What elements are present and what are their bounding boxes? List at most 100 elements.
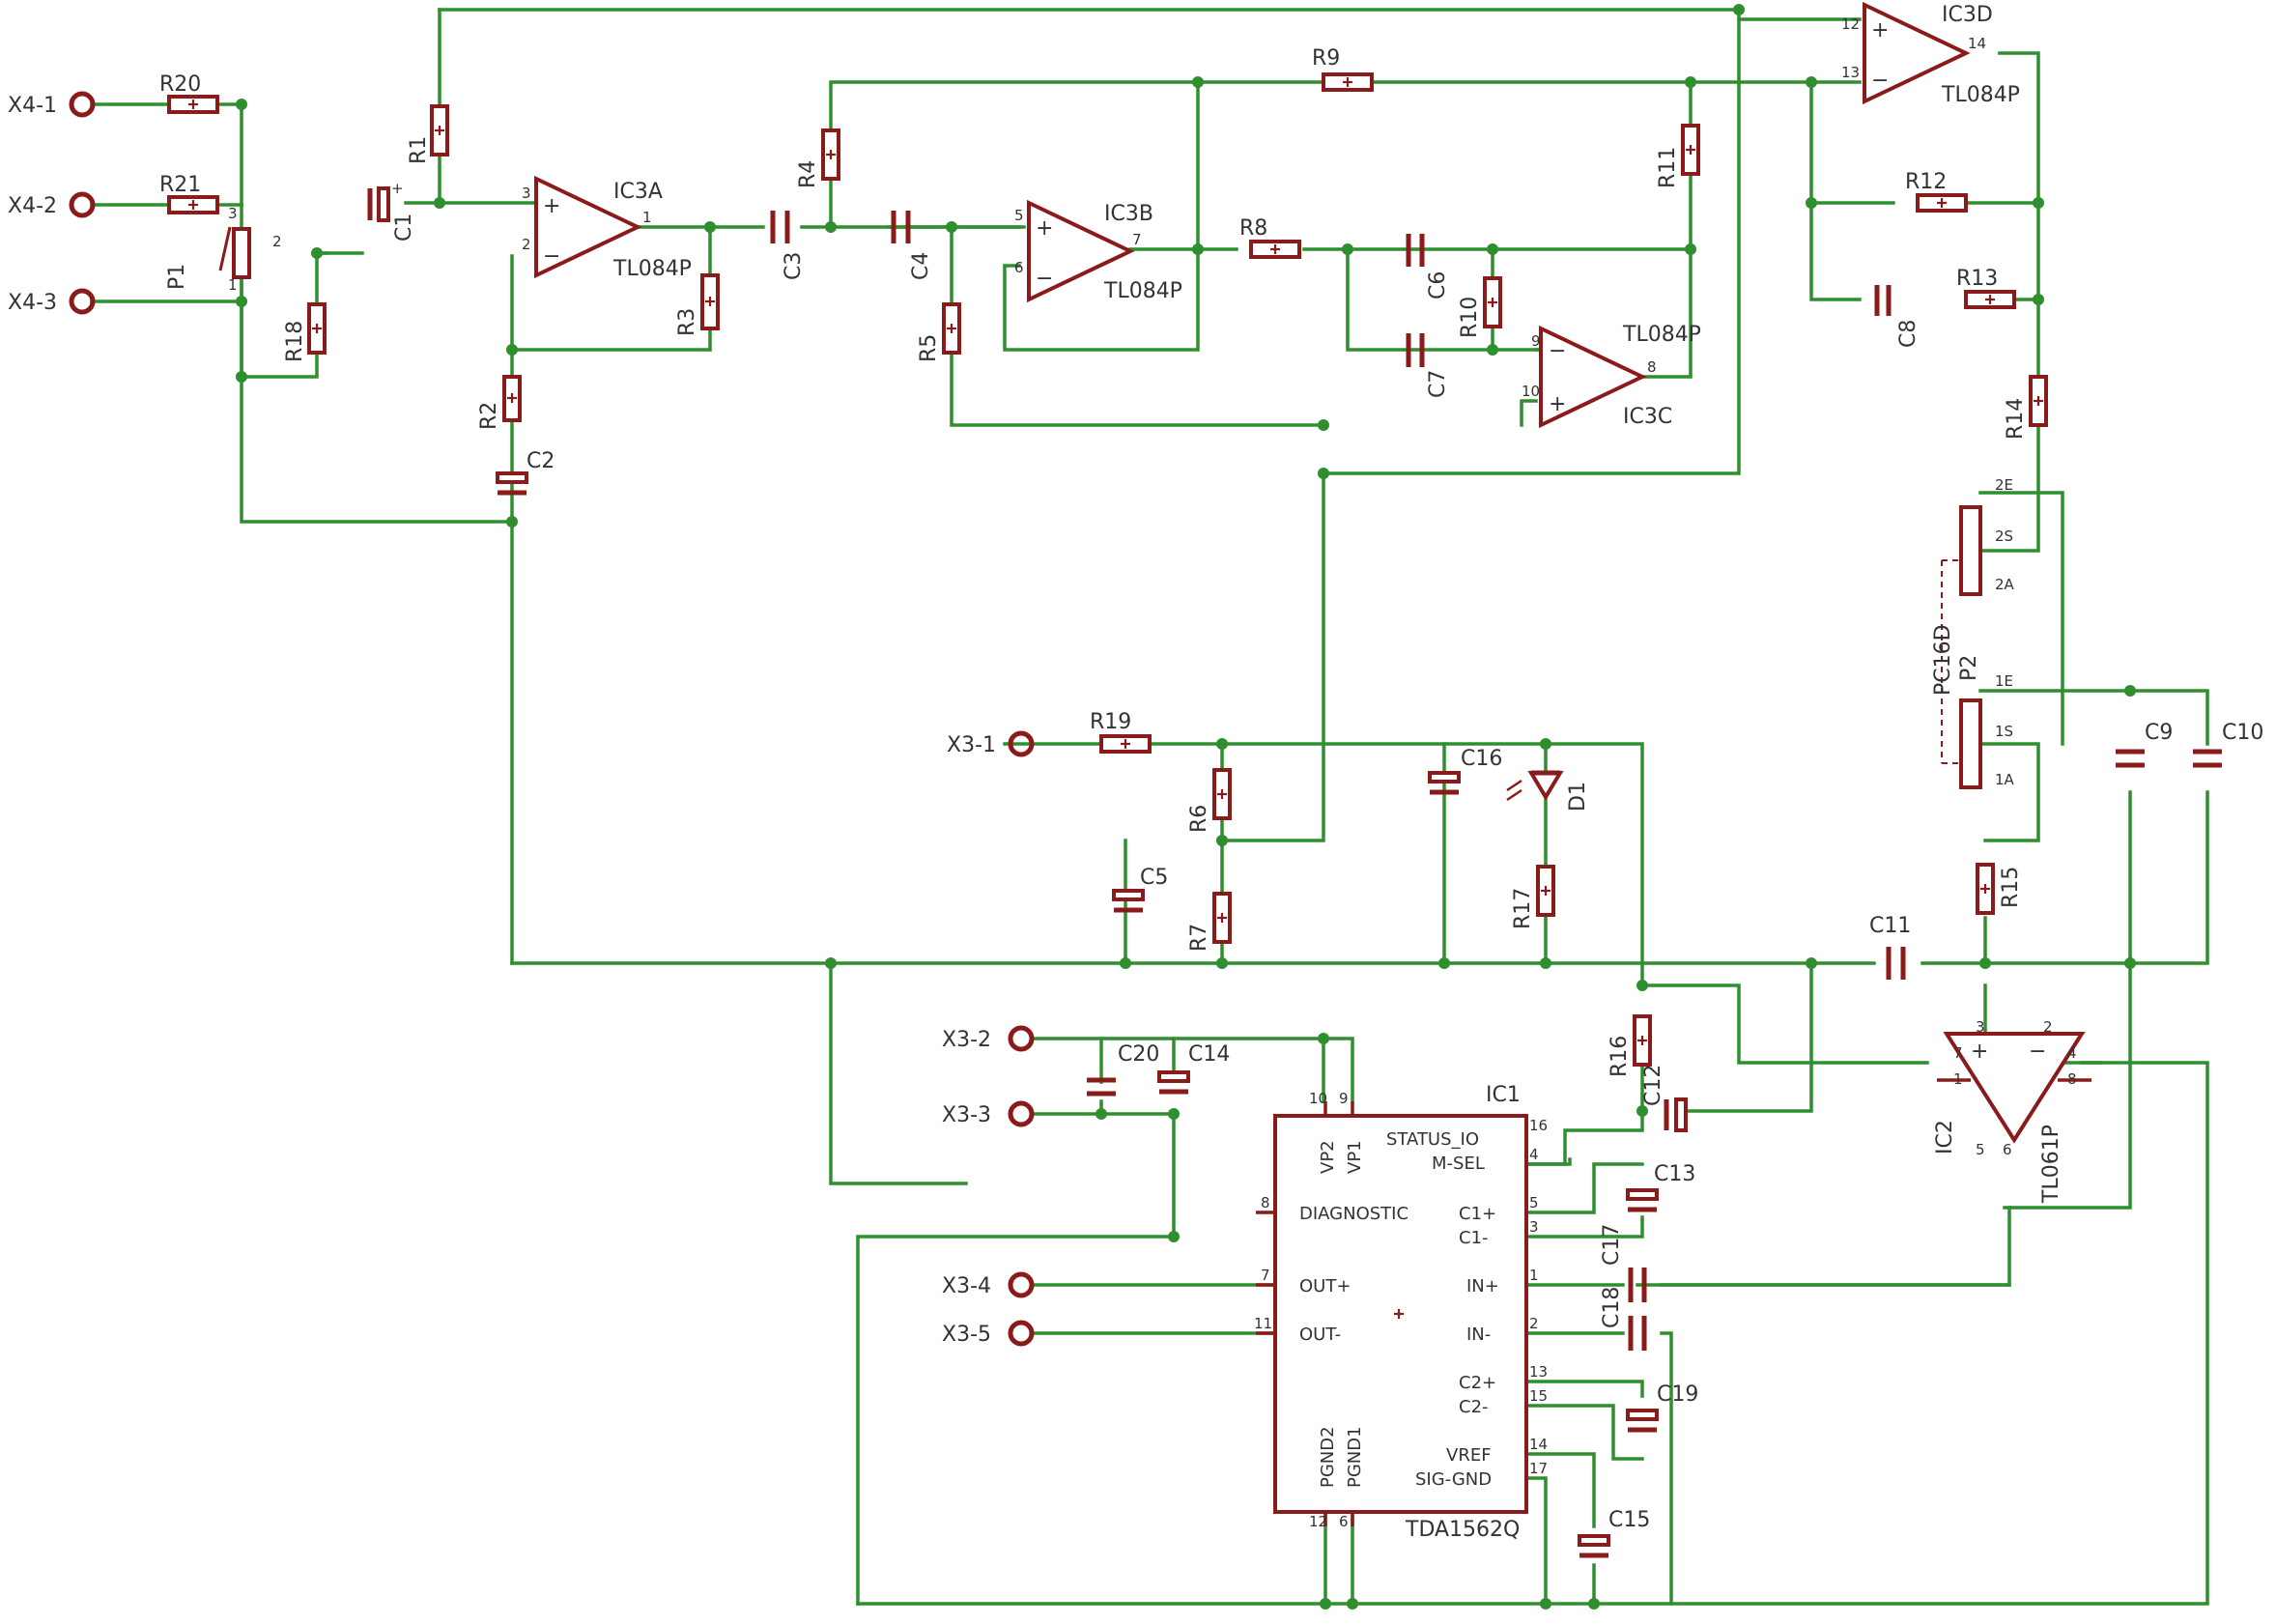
ic1-label-out-minus: OUT- [1299,1325,1341,1345]
capacitors: + C1 C3 C4 C6 C7 C8 [367,180,2263,1558]
ic1-label-status-io: STATUS_IO [1386,1129,1479,1150]
label-c18: C18 [1600,1287,1624,1328]
ic2-pin-6: 6 [2003,1141,2012,1158]
ic1-label-c1-minus: C1- [1459,1228,1489,1248]
ic1-pin-9: 9 [1339,1090,1349,1107]
wires [90,8,2209,1606]
label-c12: C12 [1641,1065,1665,1106]
ic1-tda1562q: 10 9 8 7 11 12 6 16 4 5 3 1 2 13 15 14 1… [1254,1083,1548,1542]
ic2-plus: + [1971,1040,1988,1064]
ic3b-pin-6: 6 [1014,259,1024,276]
p2-pin-2a: 2A [1995,576,2015,593]
label-ic3c-part: TL084P [1622,323,1701,347]
ic1-label-vref: VREF [1446,1445,1492,1466]
resistor-r16: R16 [1607,1014,1652,1077]
ic1-label-sig-gnd: SIG-GND [1415,1469,1492,1490]
label-c15: C15 [1608,1508,1650,1532]
label-c4: C4 [909,252,933,280]
ic1-pin-1: 1 [1529,1267,1539,1284]
resistor-r15: R15 [1976,863,2023,915]
connectors: X4-1 X4-2 X4-3 X3-1 X3-2 X3-3 X3-4 X3-5 [8,91,1035,1347]
resistor-r12: R12 [1905,170,1968,213]
ic3b-pin-7: 7 [1132,231,1142,248]
label-c16: C16 [1461,747,1502,771]
ic2-pin-2: 2 [2043,1018,2053,1036]
label-ic2: IC2 [1933,1120,1957,1154]
label-r12: R12 [1905,170,1947,194]
connector-x3-3 [1008,1100,1035,1127]
resistor-r8: R8 [1239,216,1301,259]
label-r17: R17 [1511,888,1535,929]
resistor-r14: R14 [2004,375,2048,440]
label-d1: D1 [1566,782,1590,812]
label-r9: R9 [1312,46,1340,71]
ic3b-pin-5: 5 [1014,207,1024,224]
connector-x3-2 [1008,1025,1035,1052]
capacitor-c11: C11 [1869,914,1911,980]
potentiometer-p1: 3 2 1 P1 [165,205,282,294]
opamp-ic3c: − + 9 10 8 TL084P IC3C [1522,323,1701,429]
ic3d-pin-14: 14 [1968,35,1986,52]
label-r2: R2 [477,402,501,430]
ic3a-minus: − [543,244,560,269]
label-c7: C7 [1426,370,1450,398]
junctions [236,4,2136,1610]
label-ic3d-part: TL084P [1941,83,2020,107]
capacitor-c1: + C1 [367,180,416,242]
label-x3-3: X3-3 [942,1103,991,1127]
label-c9: C9 [2145,721,2173,745]
label-r10: R10 [1458,297,1482,338]
label-c14: C14 [1188,1042,1230,1067]
label-x4-2: X4-2 [8,194,57,218]
label-x4-3: X4-3 [8,291,57,315]
p1-pin-1: 1 [228,276,238,294]
label-c6: C6 [1426,271,1450,299]
label-c17: C17 [1600,1224,1624,1266]
label-ic3d: IC3D [1942,3,1993,27]
resistor-r5: R5 [917,302,961,362]
label-r6: R6 [1187,805,1211,833]
label-r4: R4 [796,160,820,188]
ic3c-plus: + [1549,392,1566,416]
capacitor-c5: C5 [1112,866,1168,913]
ic1-label-vp2: VP2 [1318,1140,1338,1174]
label-c5: C5 [1140,866,1168,890]
capacitor-c7: C7 [1406,333,1450,398]
ic1-pin-15: 15 [1529,1387,1548,1405]
resistor-r20: R20 [159,72,219,114]
resistor-r11: R11 [1656,124,1700,188]
resistor-r19: R19 [1090,710,1152,754]
capacitor-c12: C12 [1641,1065,1688,1132]
ic1-label-m-sel: M-SEL [1432,1154,1485,1174]
label-c2: C2 [526,449,555,473]
p2-pin-2s: 2S [1995,527,2013,545]
diode-d1: D1 [1506,770,1590,812]
ic1-label-in-minus: IN- [1466,1325,1491,1345]
ic3d-minus: − [1871,69,1889,93]
resistor-r18: R18 [283,302,327,362]
capacitor-c2: C2 [496,449,555,496]
label-ic3b-part: TL084P [1103,279,1182,303]
ic1-label-diagnostic: DIAGNOSTIC [1299,1204,1408,1224]
ic3c-pin-10: 10 [1522,383,1540,400]
label-r21: R21 [159,173,201,197]
label-ic1: IC1 [1486,1083,1521,1107]
capacitor-c3: C3 [770,211,806,280]
capacitor-c20: C20 [1087,1042,1159,1097]
label-ic2-part: TL061P [2039,1125,2063,1204]
opamps: + − 3 2 1 IC3A TL084P + − 5 6 7 IC3B TL0… [522,1,2091,1204]
opamp-ic2: + − 3 2 7 4 1 8 5 6 IC2 TL061P [1933,1018,2091,1204]
p2-pin-1e: 1E [1995,672,2013,690]
ic3c-pin-8: 8 [1647,358,1657,376]
ic1-label-c2-minus: C2- [1459,1397,1489,1417]
label-c13: C13 [1654,1162,1695,1186]
label-c20: C20 [1118,1042,1159,1067]
potentiometer-p2: 2E 2S 2A 1E 1S 1A P2 PC16D [1931,476,2015,789]
p1-pin-2: 2 [272,233,282,250]
ic1-label-pgnd2: PGND2 [1318,1426,1338,1488]
connector-x3-4 [1008,1271,1035,1298]
label-r15: R15 [1999,867,2023,908]
ic1-label-pgnd1: PGND1 [1345,1426,1365,1488]
resistor-r6: R6 [1187,768,1232,833]
label-p1: P1 [165,264,189,290]
